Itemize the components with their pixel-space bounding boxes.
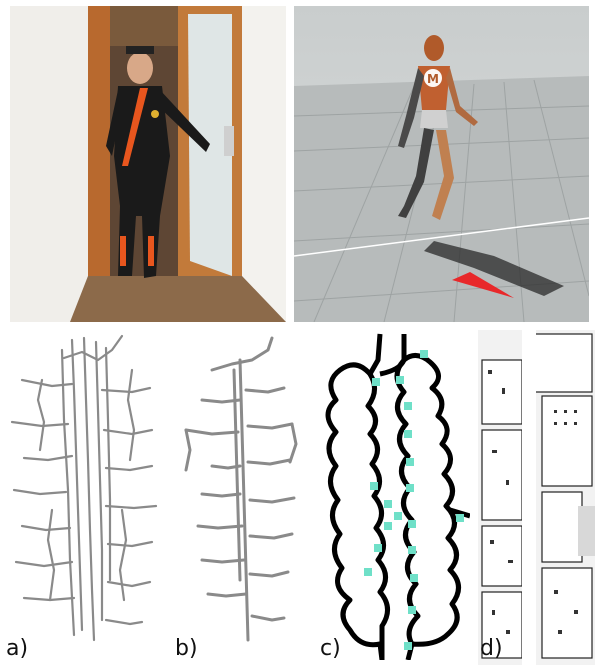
floor-map-drawing bbox=[478, 330, 595, 665]
mocap-photo bbox=[10, 6, 286, 322]
avatar-render-drawing: M bbox=[294, 6, 589, 322]
trajectory-plot-raw bbox=[2, 330, 170, 660]
region-graph-plot-drawing bbox=[320, 330, 470, 660]
mocap-photo-drawing bbox=[10, 6, 286, 322]
panel-label-a: a) bbox=[6, 636, 28, 661]
panel-label-b: b) bbox=[175, 636, 198, 661]
trajectory-plot-filtered-drawing bbox=[172, 330, 322, 660]
avatar-badge: M bbox=[427, 72, 439, 86]
trajectory-plot-filtered bbox=[172, 330, 322, 660]
panel-label-d: d) bbox=[480, 636, 503, 661]
trajectory-plot-raw-drawing bbox=[2, 330, 170, 660]
region-graph-plot bbox=[320, 330, 470, 660]
avatar-render: M bbox=[294, 6, 589, 322]
floor-map bbox=[478, 330, 595, 665]
panel-label-c: c) bbox=[320, 636, 341, 661]
